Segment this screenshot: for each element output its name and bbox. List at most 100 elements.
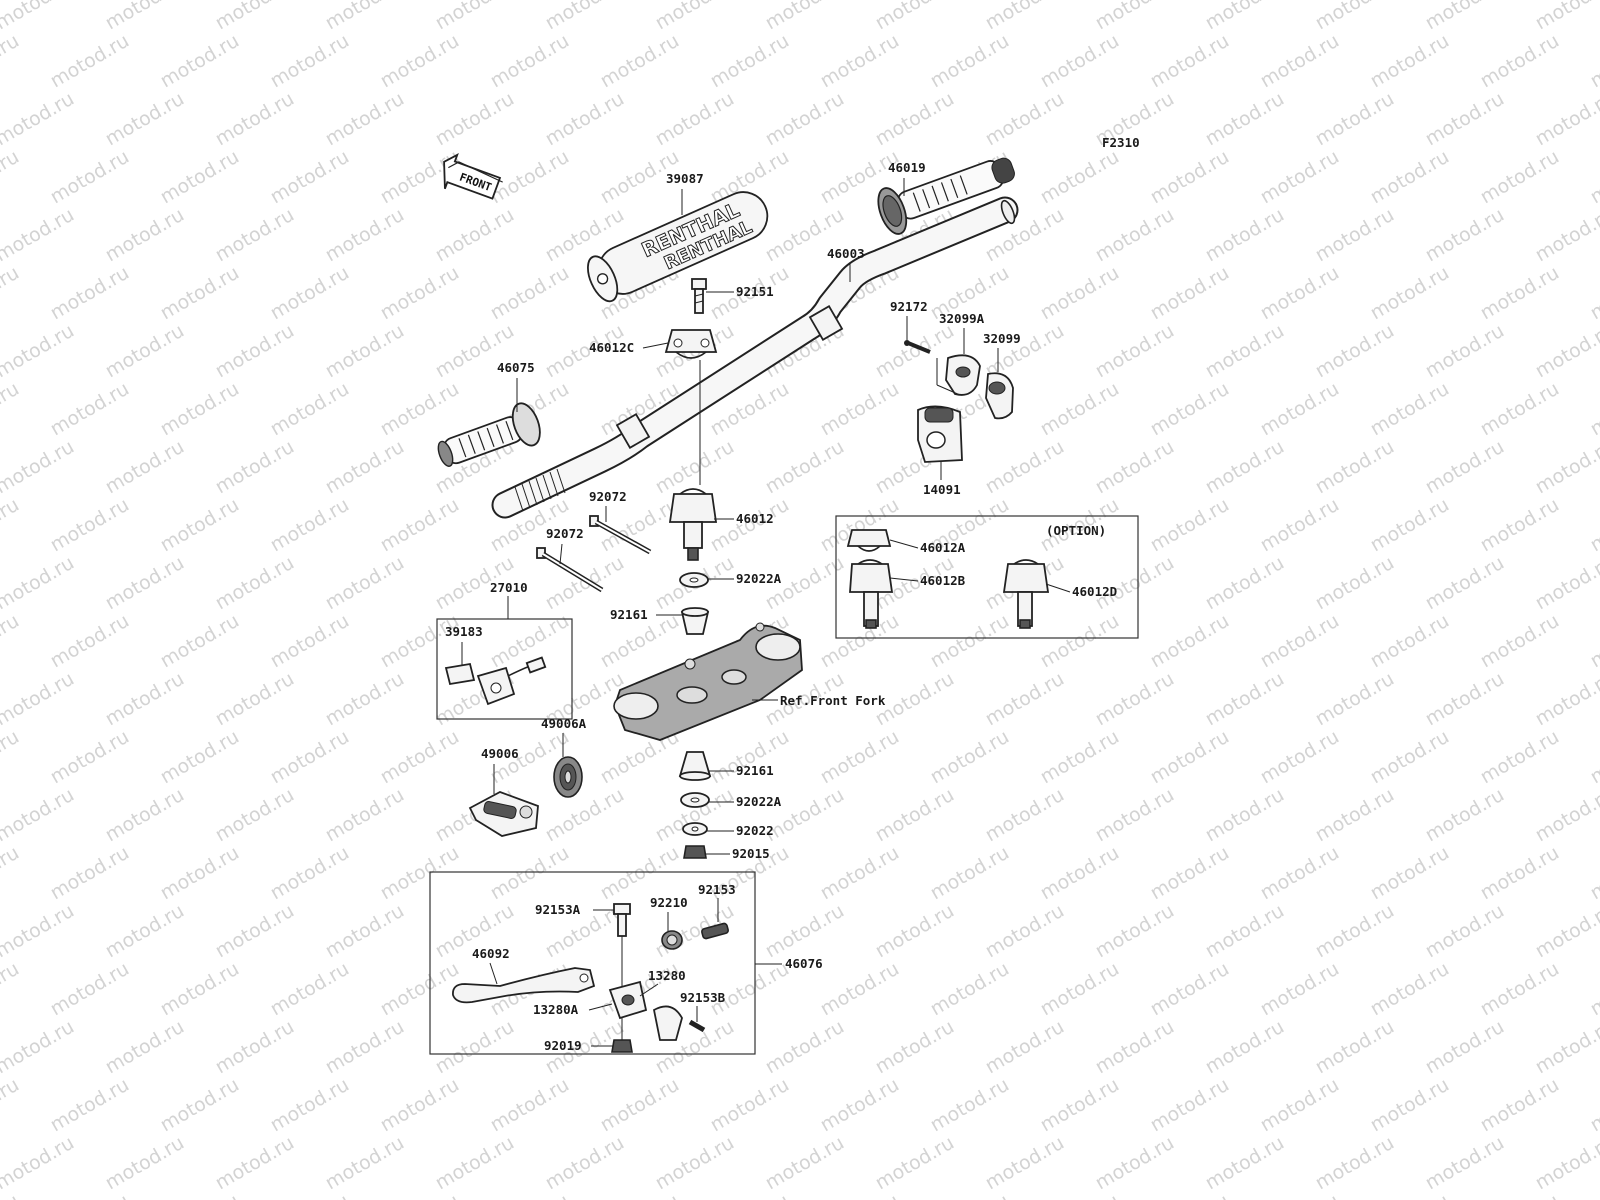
watermark-text: motod.ru xyxy=(872,1016,958,1079)
watermark-text: motod.ru xyxy=(1587,262,1600,325)
watermark-text: motod.ru xyxy=(487,842,573,905)
watermark-text: motod.ru xyxy=(1147,958,1233,1021)
watermark-text: motod.ru xyxy=(982,900,1068,963)
ref-front-fork-label: Ref.Front Fork xyxy=(780,693,886,708)
watermark-text: motod.ru xyxy=(1202,88,1288,151)
watermark-text: motod.ru xyxy=(652,1132,738,1195)
watermark-text: motod.ru xyxy=(267,146,353,209)
watermark-text: motod.ru xyxy=(927,842,1013,905)
part-label-46012B: 46012B xyxy=(920,573,966,588)
watermark-text: motod.ru xyxy=(982,436,1068,499)
watermark-text: motod.ru xyxy=(0,494,23,557)
watermark-text: motod.ru xyxy=(157,610,243,673)
watermark-text: motod.ru xyxy=(1587,1190,1600,1200)
watermark-text: motod.ru xyxy=(212,668,298,731)
grip-46075 xyxy=(437,402,541,467)
watermark-text: motod.ru xyxy=(1147,726,1233,789)
watermark-text: motod.ru xyxy=(1257,610,1343,673)
leader-line-92072b xyxy=(559,543,563,565)
part-label-92161_bot: 92161 xyxy=(736,763,774,778)
watermark-text: motod.ru xyxy=(1037,146,1123,209)
watermark-text: motod.ru xyxy=(212,320,298,383)
watermark-text: motod.ru xyxy=(47,1074,133,1137)
watermark-text: motod.ru xyxy=(1422,552,1508,615)
watermark-text: motod.ru xyxy=(0,958,23,1021)
watermark-text: motod.ru xyxy=(0,610,23,673)
watermark-text: motod.ru xyxy=(982,1016,1068,1079)
watermark-text: motod.ru xyxy=(707,30,793,93)
watermark-text: motod.ru xyxy=(432,1132,518,1195)
grip-46019 xyxy=(877,157,1015,235)
watermark-text: motod.ru xyxy=(0,552,78,615)
watermark-text: motod.ru xyxy=(47,610,133,673)
watermark-text: motod.ru xyxy=(927,958,1013,1021)
watermark-text: motod.ru xyxy=(652,88,738,151)
watermark-text: motod.ru xyxy=(377,494,463,557)
watermark-text: motod.ru xyxy=(1092,1132,1178,1195)
watermark-text: motod.ru xyxy=(652,0,738,34)
part-label-46012C: 46012C xyxy=(589,340,634,355)
watermark-text: motod.ru xyxy=(377,378,463,441)
part-label-46003: 46003 xyxy=(827,246,865,261)
leader-line-13280 xyxy=(639,983,659,997)
watermark-text: motod.ru xyxy=(1367,262,1453,325)
watermark-text: motod.ru xyxy=(1422,320,1508,383)
watermark-text: motod.ru xyxy=(322,784,408,847)
watermark-text: motod.ru xyxy=(872,88,958,151)
watermark-text: motod.ru xyxy=(1422,784,1508,847)
watermark-text: motod.ru xyxy=(1422,900,1508,963)
watermark-text: motod.ru xyxy=(1532,784,1600,847)
watermark-text: motod.ru xyxy=(47,494,133,557)
watermark-text: motod.ru xyxy=(0,146,23,209)
watermark-text: motod.ru xyxy=(1422,204,1508,267)
watermark-text: motod.ru xyxy=(1312,668,1398,731)
watermark-text: motod.ru xyxy=(1532,900,1600,963)
watermark-text: motod.ru xyxy=(1147,1190,1233,1200)
watermark-text: motod.ru xyxy=(927,1190,1013,1200)
watermark-text: motod.ru xyxy=(432,88,518,151)
watermark-text: motod.ru xyxy=(1092,784,1178,847)
watermark-text: motod.ru xyxy=(1477,494,1563,557)
housing-32099A xyxy=(945,354,981,396)
watermark-text: motod.ru xyxy=(322,1132,408,1195)
watermark-text: motod.ru xyxy=(487,262,573,325)
washer-92022A-top xyxy=(679,572,709,588)
clamp-46012C xyxy=(664,329,718,359)
cable-tie-92072a xyxy=(589,515,652,555)
watermark-text: motod.ru xyxy=(872,784,958,847)
watermark-text: motod.ru xyxy=(267,1190,353,1200)
watermark-text: motod.ru xyxy=(102,784,188,847)
watermark-text: motod.ru xyxy=(1257,726,1343,789)
bolt-92172 xyxy=(904,340,931,354)
part-label-92019: 92019 xyxy=(544,1038,582,1053)
watermark-text: motod.ru xyxy=(1257,146,1343,209)
watermark-text: motod.ru xyxy=(1147,30,1233,93)
holder-13280A xyxy=(608,980,648,1020)
watermark-text: motod.ru xyxy=(267,842,353,905)
part-label-92022A_top: 92022A xyxy=(736,571,782,586)
watermark-text: motod.ru xyxy=(212,436,298,499)
watermark-text: motod.ru xyxy=(707,726,793,789)
watermark-text: motod.ru xyxy=(212,204,298,267)
watermark-text: motod.ru xyxy=(1422,436,1508,499)
watermark-text: motod.ru xyxy=(762,436,848,499)
watermark-text: motod.ru xyxy=(542,0,628,34)
watermark-text: motod.ru xyxy=(102,1132,188,1195)
part-label-92172: 92172 xyxy=(890,299,928,314)
watermark-text: motod.ru xyxy=(377,842,463,905)
watermark-text: motod.ru xyxy=(817,30,903,93)
watermark-text: motod.ru xyxy=(1147,494,1233,557)
watermark-text: motod.ru xyxy=(322,668,408,731)
watermark-text: motod.ru xyxy=(1257,494,1343,557)
watermark-text: motod.ru xyxy=(762,900,848,963)
watermark-text: motod.ru xyxy=(1422,88,1508,151)
watermark-text: motod.ru xyxy=(1312,900,1398,963)
watermark-text: motod.ru xyxy=(1092,0,1178,34)
watermark-text: motod.ru xyxy=(1367,494,1453,557)
watermark-text: motod.ru xyxy=(0,900,78,963)
watermark-text: motod.ru xyxy=(1312,204,1398,267)
watermark-text: motod.ru xyxy=(762,0,848,34)
watermark-text: motod.ru xyxy=(212,900,298,963)
washer-92022A-bot xyxy=(680,792,710,808)
watermark-text: motod.ru xyxy=(322,1016,408,1079)
